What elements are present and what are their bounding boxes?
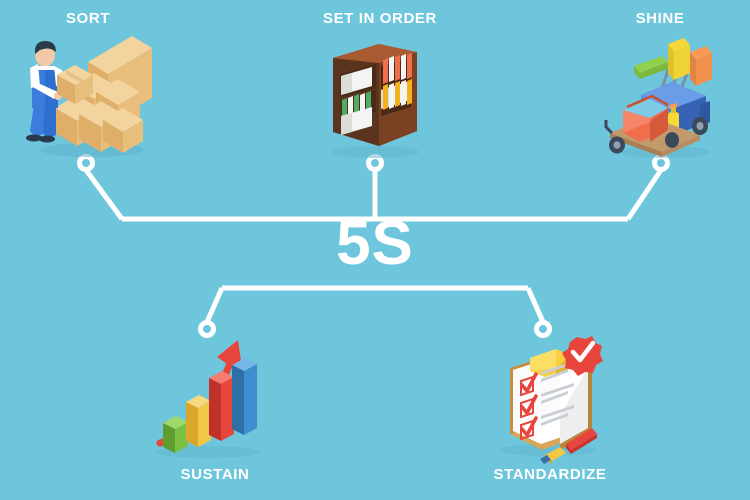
- node-label-set-in-order: SET IN ORDER: [323, 10, 437, 27]
- shelf-row-1: [341, 53, 412, 95]
- brush-orange: [690, 46, 712, 86]
- approval-seal-badge: [562, 336, 603, 376]
- brush-yellow: [668, 38, 690, 80]
- node-label-sort: SORT: [65, 10, 111, 27]
- center-title-5s: 5S: [336, 209, 414, 278]
- clipboard-checklist-seal-icon: [500, 336, 603, 464]
- node-label-standardize: STANDARDIZE: [493, 466, 607, 483]
- cleaning-cart-icon: [604, 38, 712, 158]
- bar-2: [186, 395, 211, 447]
- box-cluster: [55, 73, 143, 153]
- warehouse-worker-boxes-icon: [26, 36, 152, 157]
- bucket-orange: [623, 94, 669, 142]
- bar-1: [163, 416, 188, 453]
- red-pencil: [540, 428, 597, 464]
- cart-wheels: [609, 117, 708, 154]
- shelf-row-3: [341, 79, 412, 135]
- node-label-shine: SHINE: [635, 10, 685, 27]
- node-label-sustain: SUSTAIN: [180, 466, 250, 483]
- brush-green: [634, 56, 668, 79]
- bar-4: [232, 358, 257, 435]
- worker-figure: [26, 41, 75, 143]
- bar-3: [209, 371, 234, 441]
- checklist-rows: [520, 361, 574, 441]
- carried-box: [57, 65, 93, 104]
- growth-bar-chart-arrow-icon: [156, 340, 260, 458]
- bookshelf-binders-icon: [331, 44, 419, 158]
